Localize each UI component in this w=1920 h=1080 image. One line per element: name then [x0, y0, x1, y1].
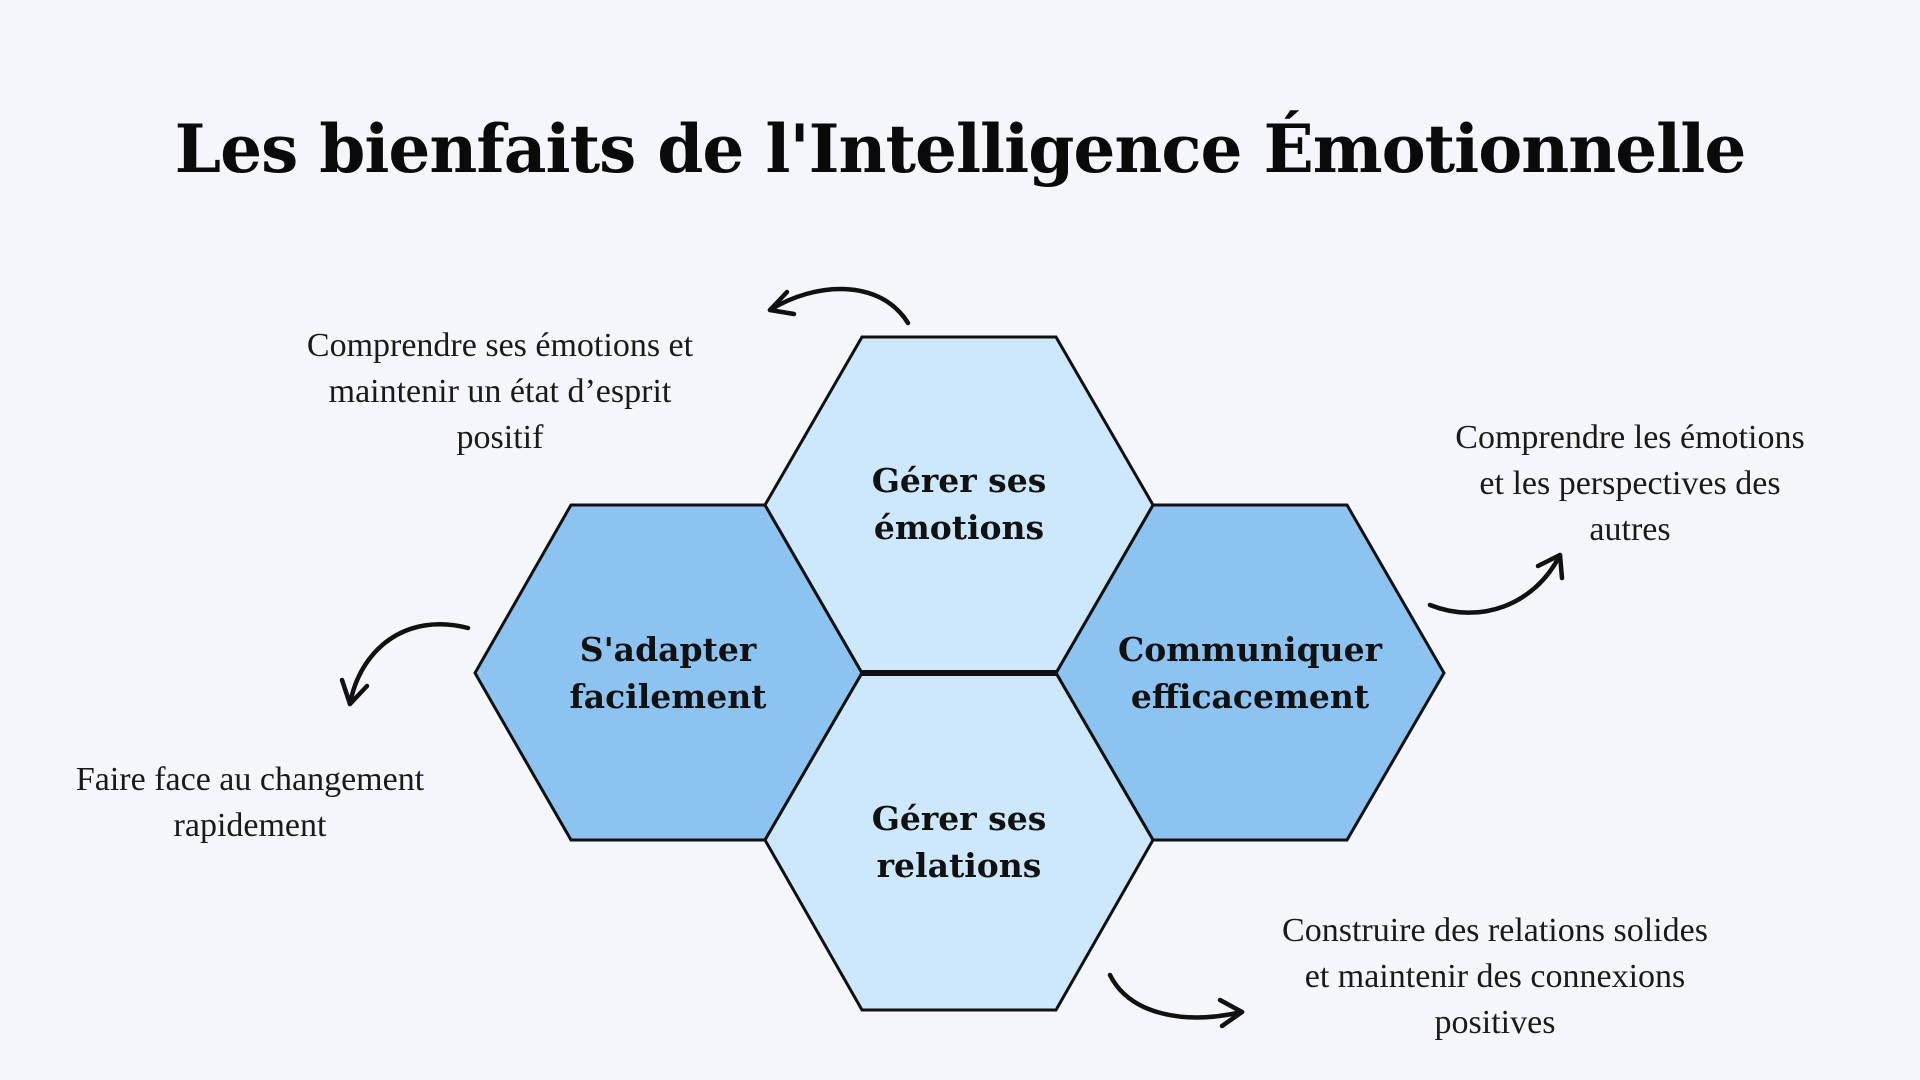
note-line: maintenir un état d’esprit [328, 373, 672, 410]
note-top-left: Comprendre ses émotions et maintenir un … [240, 323, 760, 461]
hexagon-label-left: S'adapter facilement [518, 626, 818, 720]
hexagon-label-right: Communiquer efficacement [1100, 626, 1400, 720]
hexagon-label-line: Gérer ses [871, 799, 1047, 838]
hexagon-label-top: Gérer ses émotions [809, 457, 1109, 551]
hexagon-label-line: S'adapter [579, 630, 757, 669]
note-line: Construire des relations solides [1282, 912, 1708, 949]
curved-arrow-icon [1427, 552, 1565, 615]
note-right: Comprendre les émotions et les perspecti… [1400, 415, 1860, 553]
note-line: et maintenir des connexions [1304, 958, 1686, 995]
curved-arrow-icon [339, 622, 471, 707]
note-line: autres [1589, 511, 1671, 548]
note-line: Comprendre ses émotions et [306, 327, 694, 364]
note-line: Comprendre les émotions [1455, 419, 1805, 456]
hexagon-label-line: efficacement [1130, 677, 1370, 716]
note-line: positives [1434, 1004, 1556, 1041]
page-title: Les bienfaits de l'Intelligence Émotionn… [174, 110, 1747, 188]
note-line: et les perspectives des [1479, 465, 1781, 502]
curved-arrow-icon [767, 286, 911, 326]
hexagon-label-line: émotions [873, 508, 1045, 547]
hexagon-label-line: facilement [569, 677, 767, 716]
hexagon-label-line: relations [876, 846, 1042, 885]
note-line: positif [456, 419, 544, 456]
curved-arrow-icon [1107, 972, 1245, 1029]
hexagon-label-line: Communiquer [1117, 630, 1383, 669]
note-bottom-right: Construire des relations solides et main… [1220, 908, 1770, 1046]
note-line: Faire face au changement [75, 761, 425, 798]
note-line: rapidement [173, 807, 327, 844]
note-left: Faire face au changement rapidement [20, 757, 480, 849]
hexagon-label-bottom: Gérer ses relations [809, 795, 1109, 889]
hexagon-label-line: Gérer ses [871, 461, 1047, 500]
